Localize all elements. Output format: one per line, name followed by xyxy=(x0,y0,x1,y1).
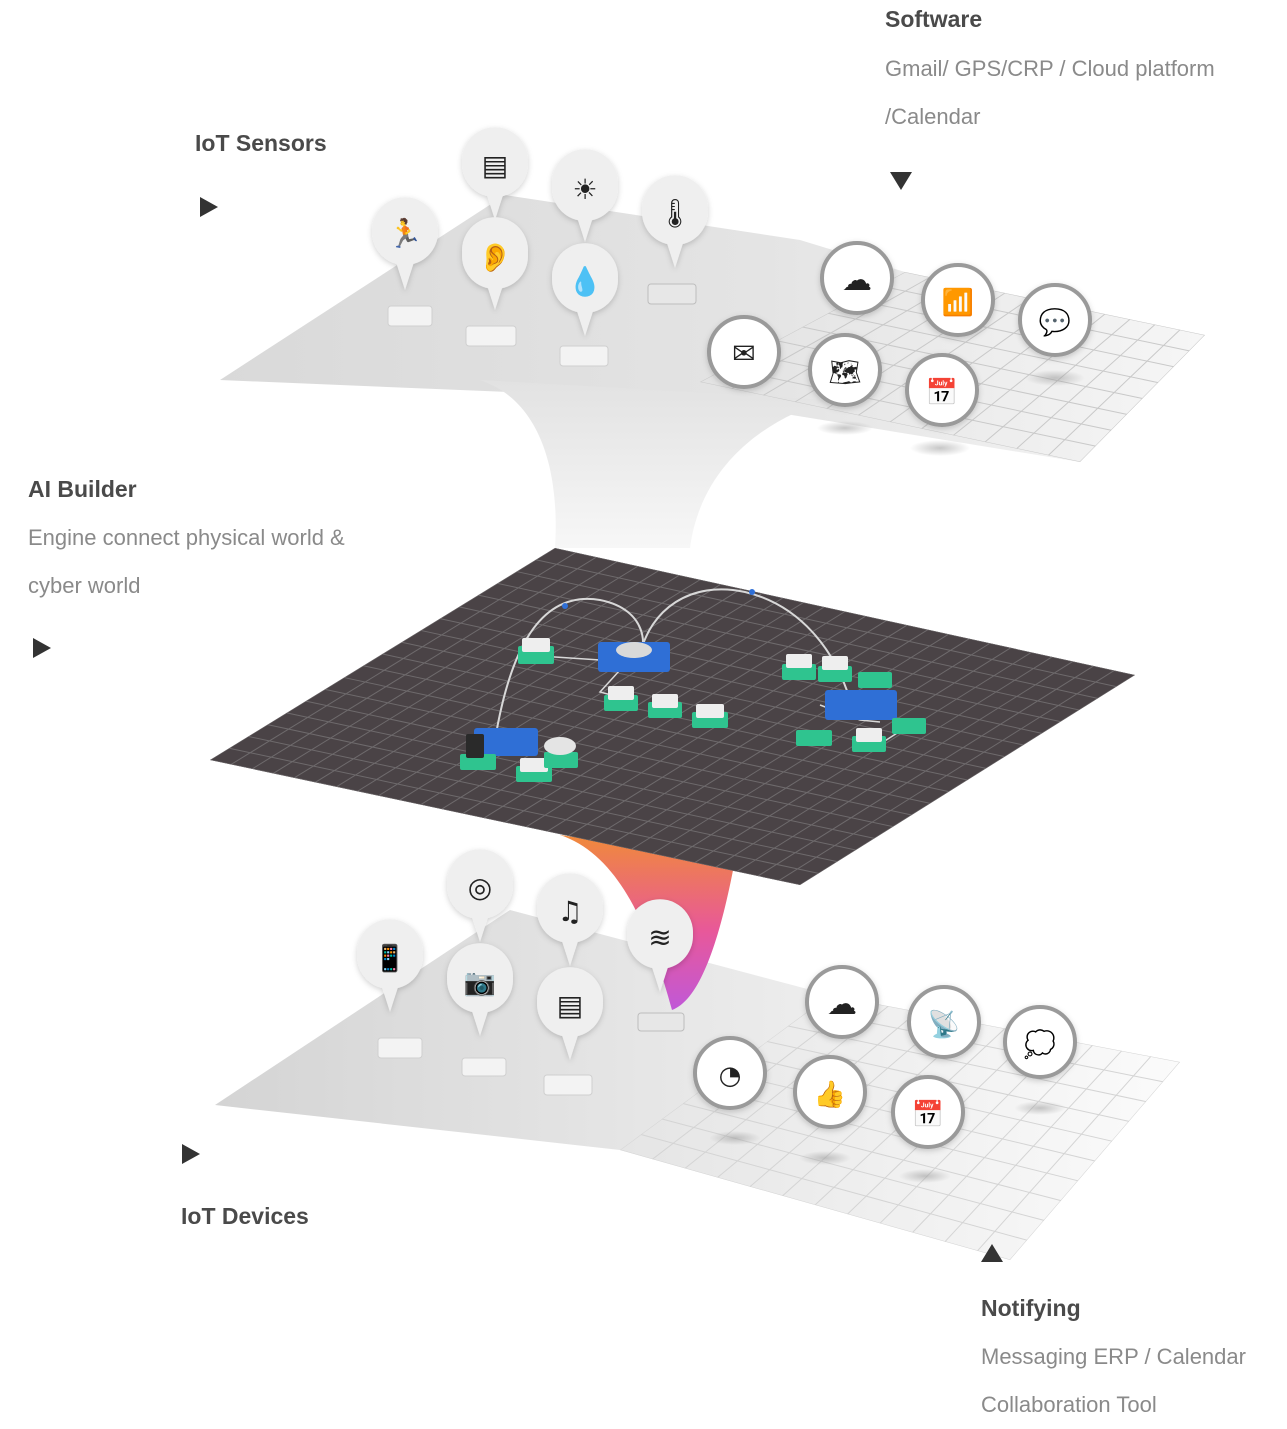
notify-shadows xyxy=(709,1101,1066,1183)
svg-text:🌡: 🌡 xyxy=(657,197,693,230)
svg-text:👂: 👂 xyxy=(478,241,513,274)
ai-builder-plane xyxy=(210,548,1135,885)
svg-text:▤: ▤ xyxy=(482,149,508,182)
calendar-check-icon: 📅 xyxy=(905,353,979,427)
device-pins: 📱 ◎ ♫ ≋ 📷 ▤ xyxy=(357,849,694,1060)
svg-text:📅: 📅 xyxy=(912,1099,944,1130)
svg-text:☀: ☀ xyxy=(572,173,597,206)
software-description-line1: Gmail/ GPS/CRP / Cloud platform xyxy=(885,56,1215,81)
broadcast-icon: 📡 xyxy=(907,985,981,1059)
motion-sensor-icon: 🏃 xyxy=(372,197,439,290)
svg-text:👍: 👍 xyxy=(814,1079,846,1110)
cctv-camera-icon: 📷 xyxy=(447,943,514,1036)
top-plane xyxy=(220,195,1205,548)
svg-text:≋: ≋ xyxy=(648,921,671,954)
svg-text:☁: ☁ xyxy=(842,263,872,298)
gauge-icon: ◔ xyxy=(693,1036,767,1110)
svg-text:📅: 📅 xyxy=(926,377,958,408)
iot-sensors-title: IoT Sensors xyxy=(195,130,327,156)
svg-text:💭: 💭 xyxy=(1024,1028,1056,1060)
up-arrow-icon xyxy=(981,1244,1003,1262)
svg-text:📷: 📷 xyxy=(464,968,496,998)
svg-text:♫: ♫ xyxy=(557,895,582,928)
sensor-devices xyxy=(387,283,697,367)
svg-text:💧: 💧 xyxy=(568,265,603,298)
notifying-description-line1: Messaging ERP / Calendar xyxy=(981,1344,1246,1369)
map-pin-icon: 🗺 xyxy=(808,333,882,407)
svg-text:☁: ☁ xyxy=(827,987,857,1022)
software-description-line2: /Calendar xyxy=(885,104,981,129)
svg-text:▤: ▤ xyxy=(557,989,583,1022)
mail-icon: ✉ xyxy=(707,315,781,389)
svg-text:◎: ◎ xyxy=(468,871,492,904)
module-blocks xyxy=(460,638,926,782)
ai-builder-description-line1: Engine connect physical world & xyxy=(28,525,345,550)
software-title: Software xyxy=(885,6,983,32)
svg-text:📱: 📱 xyxy=(374,943,406,974)
wifi-icon: 📶 xyxy=(921,263,995,337)
iot-devices-title: IoT Devices xyxy=(181,1203,309,1229)
svg-text:◔: ◔ xyxy=(719,1061,742,1091)
svg-text:📡: 📡 xyxy=(928,1007,960,1040)
fan-wind-icon: ≋ xyxy=(627,899,694,992)
down-arrow-icon xyxy=(890,172,912,190)
hearing-sensor-icon: 👂 xyxy=(461,217,528,310)
hub-blocks xyxy=(474,642,897,756)
brightness-icon: ☀ xyxy=(551,149,618,242)
thumbs-up-icon: 👍 xyxy=(793,1055,867,1129)
sensor-pins: 🏃 ▤ 👂 ☀ 💧 🌡 xyxy=(372,127,708,336)
chat-bubbles-icon: 💭 xyxy=(1003,1005,1077,1079)
light-curtain-icon: ▤ xyxy=(461,127,528,220)
remote-control-icon: 📱 xyxy=(357,919,423,1012)
notifying-icons: ☁ 📡 💭 ◔ 👍 📅 xyxy=(693,965,1077,1149)
ai-builder-description-line2: cyber world xyxy=(28,573,141,598)
notifying-description-line2: Collaboration Tool xyxy=(981,1392,1157,1417)
right-arrow-icon xyxy=(182,1144,200,1164)
software-shadows xyxy=(817,370,1085,456)
calendar-check-icon: 📅 xyxy=(891,1075,965,1149)
cloud-signal-icon: ☁ xyxy=(820,241,894,315)
blinds-icon: ▤ xyxy=(537,967,603,1060)
svg-text:🗺: 🗺 xyxy=(828,358,861,388)
actuator-devices xyxy=(377,1012,685,1096)
svg-text:📶: 📶 xyxy=(942,287,974,318)
humidity-icon: 💧 xyxy=(551,243,618,336)
right-arrow-icon xyxy=(200,197,218,217)
message-icon: 💬 xyxy=(1018,283,1092,357)
thermometer-icon: 🌡 xyxy=(642,175,708,268)
right-arrow-icon xyxy=(33,638,51,658)
target-icon: ◎ xyxy=(447,849,514,942)
svg-text:✉: ✉ xyxy=(732,337,755,370)
ai-builder-title: AI Builder xyxy=(28,476,137,502)
music-note-icon: ♫ xyxy=(537,873,603,966)
software-icons: ☁ 📶 💬 ✉ 🗺 📅 xyxy=(707,241,1092,427)
notifying-title: Notifying xyxy=(981,1295,1081,1321)
svg-text:🏃: 🏃 xyxy=(388,217,423,250)
svg-text:💬: 💬 xyxy=(1039,307,1071,338)
cloud-icon: ☁ xyxy=(805,965,879,1039)
